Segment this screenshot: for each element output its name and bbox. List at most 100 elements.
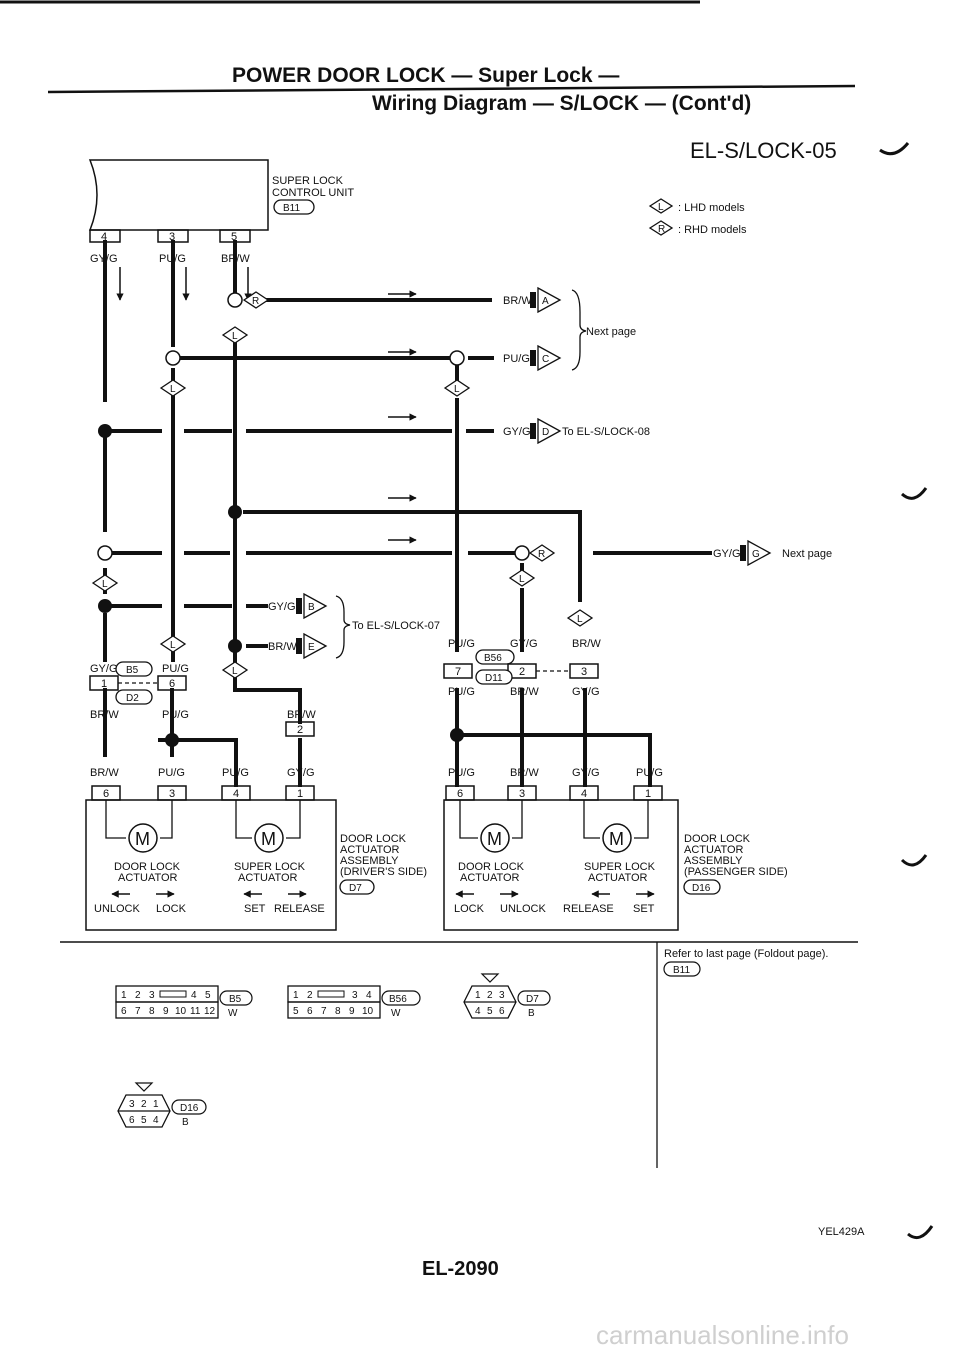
next-page-label: Next page [586, 326, 636, 338]
lhd-marker: L [221, 326, 249, 344]
svg-text:9: 9 [163, 1006, 169, 1017]
lhd-marker: L [91, 574, 119, 592]
svg-text:RELEASE: RELEASE [563, 903, 614, 915]
page-title: POWER DOOR LOCK — Super Lock — [232, 64, 619, 87]
svg-text:BR/W: BR/W [268, 641, 297, 653]
svg-text:(DRIVER'S SIDE): (DRIVER'S SIDE) [340, 866, 427, 878]
svg-text:B: B [182, 1117, 189, 1128]
svg-text:11: 11 [190, 1006, 201, 1017]
svg-text:BR/W: BR/W [503, 295, 532, 307]
lhd-marker: L [443, 379, 471, 397]
svg-text:PU/G: PU/G [636, 767, 663, 779]
svg-text:L: L [577, 614, 583, 625]
svg-text:4: 4 [233, 788, 239, 800]
svg-text:L: L [102, 579, 108, 590]
offpage-connector-b: GY/G B [268, 592, 328, 620]
svg-text:(PASSENGER SIDE): (PASSENGER SIDE) [684, 866, 788, 878]
offpage-connector-e: BR/W E [268, 632, 328, 660]
svg-text:1: 1 [153, 1099, 159, 1110]
legend-lhd-symbol: L [658, 202, 664, 213]
svg-text:D: D [542, 427, 549, 438]
title-rule [47, 84, 856, 94]
svg-text:PU/G: PU/G [162, 709, 189, 721]
svg-text:LOCK: LOCK [454, 903, 485, 915]
svg-text:2: 2 [487, 990, 493, 1001]
svg-text:6: 6 [307, 1006, 313, 1017]
connector-view-d7: 1 2 3 4 5 6 D7 B [463, 973, 551, 1019]
svg-text:M: M [135, 829, 150, 849]
legend-lhd-text: : LHD models [678, 202, 745, 214]
binder-mark [900, 487, 928, 500]
svg-text:6: 6 [169, 678, 175, 690]
offpage-connector-a: BR/W A [503, 286, 562, 314]
page-subtitle: Wiring Diagram — S/LOCK — (Cont'd) [372, 92, 751, 115]
watermark: carmanualsonline.info [596, 1320, 849, 1350]
passenger-side-assembly: PU/G BR/W GY/G PU/G 6 3 4 1 M M DOOR LOC… [443, 767, 788, 931]
legend: L : LHD models R : RHD models [648, 198, 747, 236]
svg-text:UNLOCK: UNLOCK [500, 903, 547, 915]
svg-text:3: 3 [149, 990, 155, 1001]
svg-text:GY/G: GY/G [713, 548, 741, 560]
svg-text:B: B [308, 602, 315, 613]
svg-text:GY/G: GY/G [90, 663, 118, 675]
svg-text:8: 8 [335, 1006, 341, 1017]
svg-text:B11: B11 [283, 203, 300, 214]
br-w-pin-2: BR/W 2 [285, 709, 316, 737]
svg-text:GY/G: GY/G [572, 767, 600, 779]
svg-text:1: 1 [297, 788, 303, 800]
svg-text:2: 2 [297, 724, 303, 736]
svg-text:4: 4 [191, 990, 197, 1001]
svg-text:5: 5 [487, 1006, 493, 1017]
svg-text:UNLOCK: UNLOCK [94, 903, 141, 915]
svg-text:ACTUATOR: ACTUATOR [118, 872, 178, 884]
svg-text:BR/W: BR/W [510, 686, 539, 698]
svg-text:4: 4 [475, 1006, 481, 1017]
svg-text:L: L [232, 331, 238, 342]
svg-text:C: C [542, 354, 549, 365]
svg-text:PU/G: PU/G [222, 767, 249, 779]
svg-text:R: R [252, 296, 259, 307]
svg-text:3: 3 [581, 666, 587, 678]
svg-text:9: 9 [349, 1006, 355, 1017]
svg-text:2: 2 [135, 990, 141, 1001]
svg-text:5: 5 [293, 1006, 299, 1017]
svg-text:L: L [170, 640, 176, 651]
svg-text:6: 6 [129, 1115, 135, 1126]
svg-text:7: 7 [455, 666, 461, 678]
svg-text:ACTUATOR: ACTUATOR [684, 844, 744, 856]
svg-text:B56: B56 [389, 994, 407, 1005]
svg-text:B5: B5 [229, 994, 242, 1005]
offpage-connector-c: PU/G C [503, 344, 562, 372]
svg-text:ASSEMBLY: ASSEMBLY [340, 855, 399, 867]
driver-side-assembly: BR/W PU/G PU/G GY/G 6 3 4 1 M M DOOR LOC… [85, 767, 427, 931]
svg-text:8: 8 [149, 1006, 155, 1017]
legend-rhd-symbol: R [658, 224, 665, 235]
svg-text:DOOR LOCK: DOOR LOCK [458, 861, 525, 873]
svg-text:A: A [542, 296, 549, 307]
svg-text:DOOR LOCK: DOOR LOCK [114, 861, 181, 873]
open-circles [97, 292, 530, 561]
svg-text:E: E [308, 642, 315, 653]
svg-text:CONTROL UNIT: CONTROL UNIT [272, 187, 354, 199]
svg-text:BR/W: BR/W [90, 767, 119, 779]
svg-text:GY/G: GY/G [268, 601, 296, 613]
svg-text:L: L [232, 666, 238, 677]
svg-text:D2: D2 [126, 693, 139, 704]
svg-text:7: 7 [321, 1006, 327, 1017]
offpage-connector-d: GY/G D To EL-S/LOCK-08 [503, 417, 650, 445]
svg-text:G: G [752, 549, 760, 560]
svg-text:W: W [228, 1008, 238, 1019]
svg-text:To EL-S/LOCK-08: To EL-S/LOCK-08 [562, 426, 650, 438]
svg-text:1: 1 [121, 990, 127, 1001]
svg-text:ACTUATOR: ACTUATOR [588, 872, 648, 884]
svg-text:1: 1 [645, 788, 651, 800]
svg-text:R: R [538, 549, 545, 560]
binder-mark [879, 142, 910, 156]
svg-text:LOCK: LOCK [156, 903, 187, 915]
rhd-marker: R [242, 291, 270, 309]
svg-text:1: 1 [293, 990, 299, 1001]
svg-text:5: 5 [205, 990, 211, 1001]
svg-text:GY/G: GY/G [287, 767, 315, 779]
svg-text:Next page: Next page [782, 548, 832, 560]
